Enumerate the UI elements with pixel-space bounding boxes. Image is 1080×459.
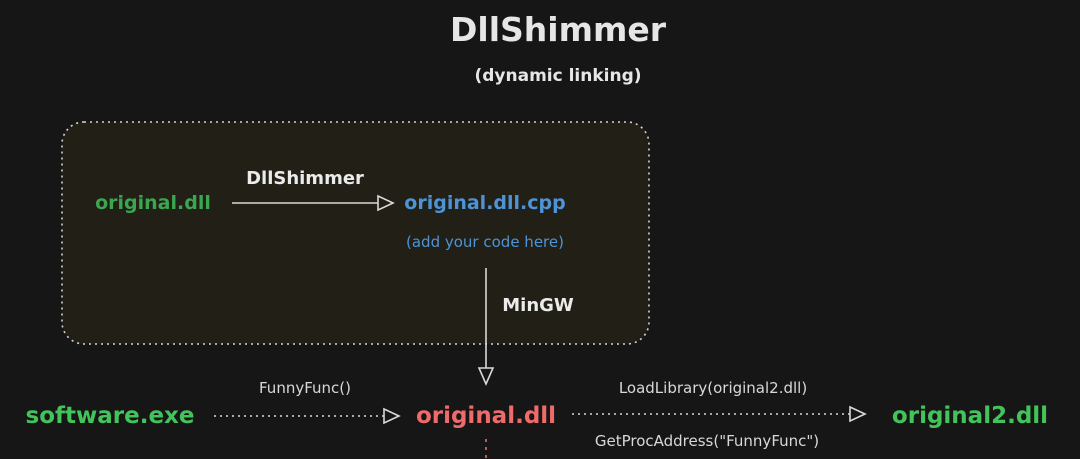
- diagram-title: DllShimmer: [450, 10, 667, 49]
- mingw-step-label: MinGW: [502, 295, 574, 316]
- call-arrow: [214, 407, 401, 425]
- shim-build-box: [61, 121, 650, 345]
- generated-cpp-label: original.dll.cpp: [404, 192, 565, 214]
- getprocaddress-label: GetProcAddress("FunnyFunc"): [595, 432, 819, 450]
- source-dll-label: original.dll: [95, 192, 211, 214]
- target-dll-label: original2.dll: [892, 403, 1048, 429]
- mingw-arrow: [477, 268, 495, 386]
- add-code-note: (add your code here): [406, 233, 564, 251]
- funnyfunc-call-label: FunnyFunc(): [259, 379, 351, 397]
- software-exe-label: software.exe: [26, 403, 195, 429]
- dllshimmer-step-label: DllShimmer: [246, 168, 364, 189]
- load-arrow: [572, 405, 867, 423]
- loadlibrary-label: LoadLibrary(original2.dll): [619, 379, 807, 397]
- diagram-subtitle: (dynamic linking): [474, 66, 641, 86]
- dllshimmer-arrow: [232, 194, 395, 212]
- proxy-dll-label: original.dll: [416, 403, 556, 429]
